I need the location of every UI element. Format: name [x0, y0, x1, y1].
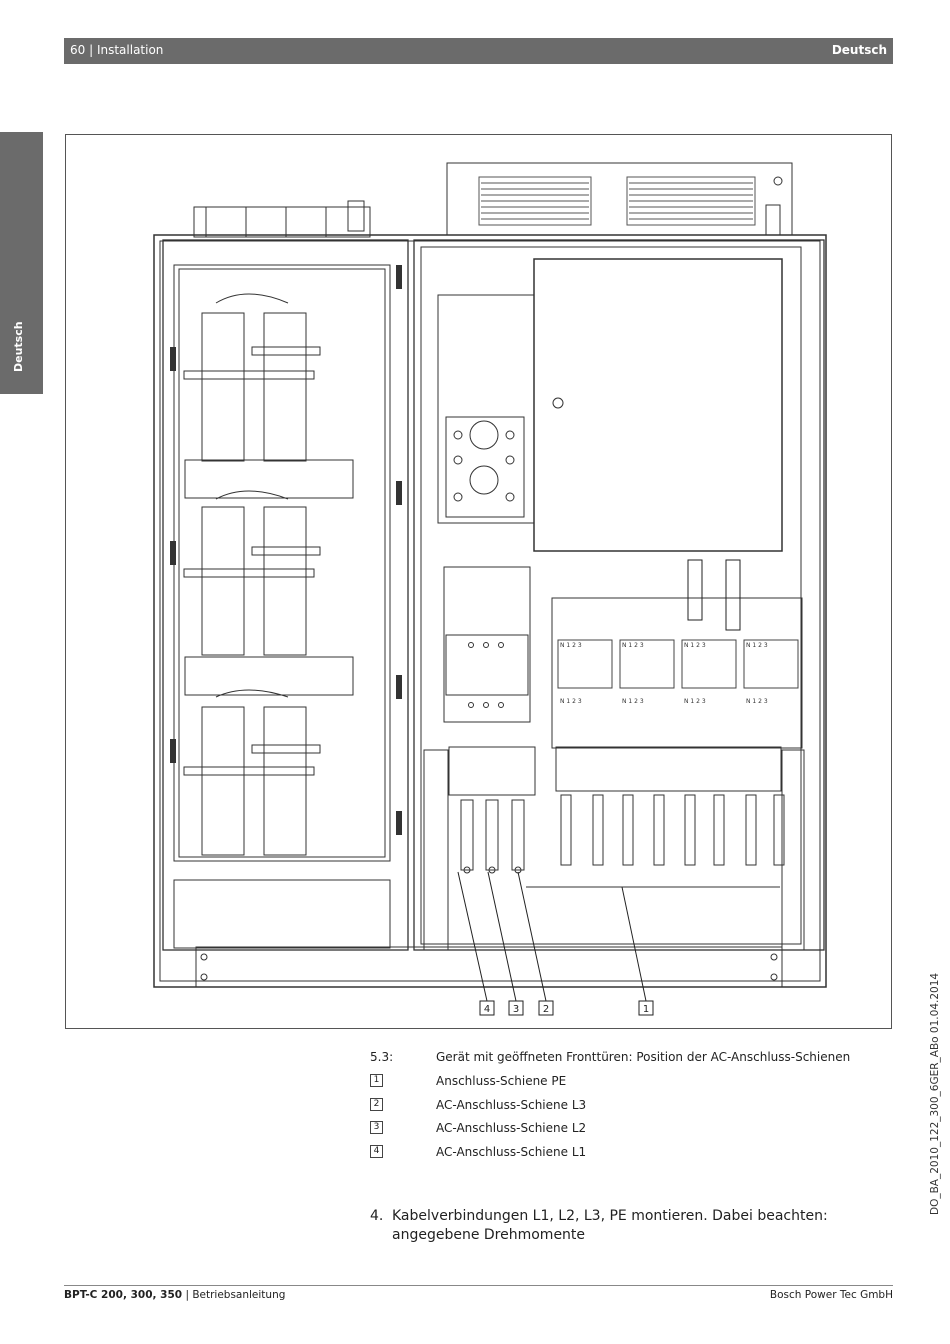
callout-3: 3: [513, 1004, 519, 1015]
side-tab-label: Deutsch: [12, 321, 25, 372]
footer-company: Bosch Power Tec GmbH: [769, 1289, 893, 1301]
step-number: 4.: [370, 1208, 384, 1224]
header-page-section: 60 | Installation: [70, 43, 164, 57]
footer-doc-type: | Betriebsanleitung: [185, 1289, 286, 1301]
legend-text: Anschluss-Schiene PE: [436, 1074, 567, 1088]
callout-4: 4: [484, 1004, 490, 1015]
caption-title: Gerät mit geöffneten Fronttüren: Positio…: [436, 1050, 851, 1064]
cabinet-drawing: N 1 2 3 N 1 2 3 N 1 2 3 N 1 2 3 N 1 2 3 N 1…: [153, 162, 827, 1016]
callout-2: 2: [543, 1004, 549, 1015]
legend-text: AC-Anschluss-Schiene L2: [436, 1121, 587, 1135]
svg-text:N 1 2 3: N 1 2 3: [684, 698, 706, 705]
callout-1: 1: [643, 1004, 649, 1015]
svg-text:N 1 2 3: N 1 2 3: [560, 642, 582, 649]
caption-number: 5.3:: [370, 1050, 394, 1064]
legend-key: 1: [370, 1074, 383, 1087]
legend-key: 2: [370, 1098, 383, 1111]
figure-frame: N 1 2 3 N 1 2 3 N 1 2 3 N 1 2 3 N 1 2 3 N 1…: [65, 134, 892, 1029]
legend-key: 3: [370, 1121, 383, 1134]
side-language-tab: [0, 132, 43, 394]
page-header: 60 | Installation Deutsch: [64, 38, 893, 64]
footer-product: BPT-C 200, 300, 350 | Betriebsanleitung: [64, 1289, 285, 1301]
document-id: DO_BA_2010_122_300_6GER_ABo 01.04.2014: [929, 972, 941, 1215]
svg-text:N 1 2 3: N 1 2 3: [746, 642, 768, 649]
svg-text:N 1 2 3: N 1 2 3: [560, 698, 582, 705]
svg-text:N 1 2 3: N 1 2 3: [622, 698, 644, 705]
header-language: Deutsch: [831, 43, 887, 57]
svg-text:N 1 2 3: N 1 2 3: [684, 642, 706, 649]
legend-text: AC-Anschluss-Schiene L3: [436, 1098, 587, 1112]
svg-text:N 1 2 3: N 1 2 3: [622, 642, 644, 649]
footer-divider: [64, 1285, 893, 1286]
legend-key: 4: [370, 1145, 383, 1158]
step-text: Kabelverbindungen L1, L2, L3, PE montier…: [392, 1208, 828, 1243]
svg-text:N 1 2 3: N 1 2 3: [746, 698, 768, 705]
footer-product-name: BPT-C 200, 300, 350: [64, 1289, 183, 1301]
legend-text: AC-Anschluss-Schiene L1: [436, 1145, 587, 1159]
